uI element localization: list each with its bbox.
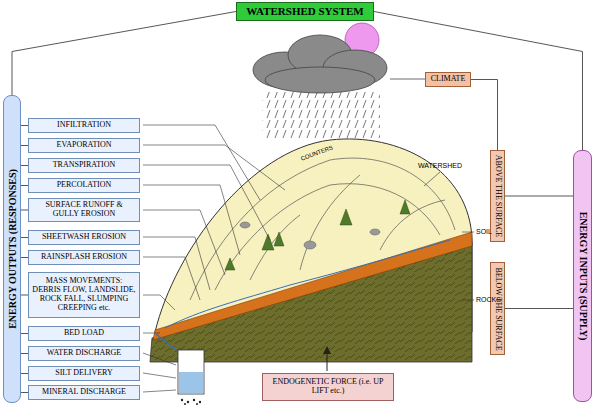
- node-text: INFILTRATION: [57, 121, 111, 130]
- node-text: BED LOAD: [64, 329, 104, 338]
- output-box: MASS MOVEMENTS: DEBRIS FLOW, LANDSLIDE, …: [28, 272, 140, 318]
- node-text: TRANSPIRATION: [53, 161, 116, 170]
- connector-line: [12, 12, 236, 96]
- connector-line: [21, 257, 28, 258]
- node-text: WATER DISCHARGE: [47, 349, 121, 358]
- connector-line: [21, 210, 28, 211]
- connector-line: [471, 80, 498, 151]
- part-label: SOIL: [476, 228, 492, 235]
- connector-line: [21, 333, 28, 334]
- output-band: ENERGY OUTPUTS (RESPONSES): [3, 95, 21, 403]
- climate-box: CLIMATE: [425, 72, 471, 87]
- output-box: BED LOAD: [28, 326, 140, 341]
- node-text: RAINSPLASH EROSION: [41, 253, 127, 262]
- input-band: ENERGY INPUTS (SUPPLY): [573, 150, 592, 402]
- output-box: INFILTRATION: [28, 118, 140, 133]
- output-box: EVAPORATION: [28, 138, 140, 153]
- title-box: WATERSHED SYSTEM: [236, 2, 374, 21]
- supply-box: BELOW THE SURFACE: [490, 262, 505, 355]
- connector-line: [505, 196, 573, 197]
- node-text: EVAPORATION: [57, 141, 112, 150]
- output-box: RAINSPLASH EROSION: [28, 250, 140, 265]
- connector-line: [21, 353, 28, 354]
- output-box: SHEETWASH EROSION: [28, 230, 140, 245]
- connector-line: [21, 185, 28, 186]
- node-text: ABOVE THE SURFACE: [493, 155, 502, 237]
- connector-line: [21, 392, 28, 393]
- connector-line: [21, 125, 28, 126]
- connector-line: [21, 237, 28, 238]
- node-text: WATERSHED SYSTEM: [246, 5, 363, 17]
- supply-box: ABOVE THE SURFACE: [490, 150, 505, 242]
- connector-line: [21, 165, 28, 166]
- connector-line: [21, 145, 28, 146]
- node-text: ENDOGENETIC FORCE (i.e. UP LIFT etc.): [266, 378, 390, 396]
- node-text: SHEETWASH EROSION: [42, 233, 126, 242]
- output-box: MINERAL DISCHARGE: [28, 385, 140, 400]
- node-text: CLIMATE: [431, 75, 466, 84]
- output-box: SURFACE RUNOFF & GULLY EROSION: [28, 198, 140, 222]
- node-text: ENERGY OUTPUTS (RESPONSES): [7, 169, 18, 329]
- node-text: PERCOLATION: [57, 181, 112, 190]
- part-label: ROCKS: [476, 296, 501, 303]
- output-box: SILT DELIVERY: [28, 366, 140, 381]
- output-box: WATER DISCHARGE: [28, 346, 140, 361]
- node-text: MINERAL DISCHARGE: [42, 388, 126, 397]
- output-box: PERCOLATION: [28, 178, 140, 193]
- node-text: ENERGY INPUTS (SUPPLY): [577, 212, 588, 341]
- node-text: BELOW THE SURFACE: [493, 267, 502, 350]
- connector-line: [21, 373, 28, 374]
- output-box: TRANSPIRATION: [28, 158, 140, 173]
- connector-line: [21, 295, 28, 296]
- part-label: WATERSHED: [418, 162, 462, 169]
- node-text: SURFACE RUNOFF & GULLY EROSION: [32, 201, 136, 219]
- force-box: ENDOGENETIC FORCE (i.e. UP LIFT etc.): [262, 373, 394, 401]
- node-text: MASS MOVEMENTS: DEBRIS FLOW, LANDSLIDE, …: [32, 277, 136, 312]
- connector-line: [505, 308, 573, 309]
- connector-line: [374, 12, 583, 151]
- node-text: SILT DELIVERY: [55, 369, 113, 378]
